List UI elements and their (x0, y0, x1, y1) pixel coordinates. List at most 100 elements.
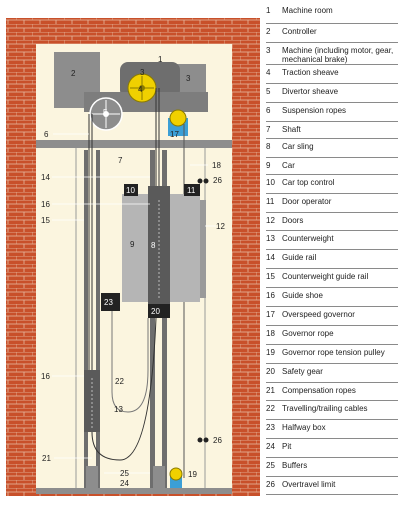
callout-22: 22 (115, 377, 124, 386)
overtravel-limit-top (197, 178, 209, 184)
legend-separator (266, 419, 398, 420)
legend-separator (266, 157, 398, 158)
legend-number: 17 (266, 310, 275, 319)
legend-separator (266, 382, 398, 383)
legend-separator (266, 83, 398, 84)
legend-label: Divertor sheave (282, 87, 339, 96)
legend-item: 24 Pit (266, 442, 398, 451)
callout-11: 11 (187, 186, 196, 195)
callout-26b: 26 (213, 436, 222, 445)
callout-26a: 26 (213, 176, 222, 185)
legend-number: 5 (266, 87, 271, 96)
legend-item: 17 Overspeed governor (266, 310, 398, 319)
legend-number: 18 (266, 329, 275, 338)
legend-label: Car sling (282, 142, 314, 151)
callout-18: 18 (212, 161, 221, 170)
legend-number: 20 (266, 367, 275, 376)
legend-number: 4 (266, 68, 271, 77)
callout-6: 6 (44, 130, 49, 139)
legend-number: 1 (266, 6, 271, 15)
legend-label: Overspeed governor (282, 310, 355, 319)
legend-number: 10 (266, 178, 275, 187)
callout-5: 5 (103, 108, 108, 117)
legend-number: 21 (266, 386, 275, 395)
legend-item: 19 Governor rope tension pulley (266, 348, 398, 357)
safety-gear (148, 304, 170, 318)
legend-number: 2 (266, 27, 271, 36)
callout-3a: 3 (140, 68, 145, 77)
pit-floor (36, 488, 232, 494)
legend-number: 6 (266, 106, 271, 115)
callout-7: 7 (118, 156, 123, 165)
callout-1: 1 (158, 55, 163, 64)
machine-motor (176, 64, 206, 92)
legend-number: 12 (266, 216, 275, 225)
legend-separator (266, 42, 398, 43)
cwt-guide-rail-left (84, 150, 88, 488)
travelling-cable (111, 311, 149, 413)
callout-12: 12 (216, 222, 225, 231)
legend-separator (266, 102, 398, 103)
callout-20: 20 (151, 307, 160, 316)
legend-number: 24 (266, 442, 275, 451)
legend-number: 3 (266, 46, 271, 55)
legend-label: Controller (282, 27, 317, 36)
guide-rail-left (150, 150, 155, 488)
callout-25: 25 (120, 469, 129, 478)
callout-17: 17 (170, 130, 179, 139)
legend-label: Traction sheave (282, 68, 339, 77)
callout-15: 15 (41, 216, 50, 225)
legend-number: 26 (266, 480, 275, 489)
callout-14: 14 (41, 173, 50, 182)
suspension-ropes (88, 88, 160, 370)
buffer-left (86, 466, 98, 488)
callout-2: 2 (71, 69, 76, 78)
legend-number: 19 (266, 348, 275, 357)
legend-separator (266, 344, 398, 345)
callout-9: 9 (130, 240, 135, 249)
legend-separator (266, 306, 398, 307)
legend-separator (266, 212, 398, 213)
legend-number: 16 (266, 291, 275, 300)
legend-label: Safety gear (282, 367, 323, 376)
callout-16b: 16 (41, 372, 50, 381)
legend-item: 1 Machine room (266, 6, 398, 15)
legend-label: Door operator (282, 197, 332, 206)
legend-label: Car (282, 161, 295, 170)
governor-tension-pulley (169, 467, 183, 488)
legend-separator (266, 457, 398, 458)
halfway-box (101, 293, 120, 311)
legend-label: Halfway box (282, 423, 326, 432)
callout-3b: 3 (186, 74, 191, 83)
legend-separator (266, 325, 398, 326)
legend-separator (266, 249, 398, 250)
overtravel-limit-bottom (197, 437, 209, 443)
buffer-right (153, 466, 165, 488)
legend-label: Overtravel limit (282, 480, 336, 489)
legend-label: Pit (282, 442, 292, 451)
legend-label: Governor rope tension pulley (282, 348, 385, 357)
counterweight (84, 370, 100, 432)
legend-number: 23 (266, 423, 275, 432)
legend-label: Machine room (282, 6, 333, 15)
elevator-diagram: 1 2 3 3 4 5 6 7 8 9 10 11 12 13 14 15 16… (6, 18, 260, 496)
legend-label: Buffers (282, 461, 308, 470)
legend-separator (266, 268, 398, 269)
legend-label: Guide rail (282, 253, 317, 262)
legend-number: 25 (266, 461, 275, 470)
legend-separator (266, 476, 398, 477)
legend-separator (266, 138, 398, 139)
legend-label: Shaft (282, 125, 301, 134)
legend-item: 5 Divertor sheave (266, 87, 398, 96)
compensation-ropes (91, 317, 157, 461)
callout-4: 4 (138, 85, 143, 94)
legend-item: 23 Halfway box (266, 423, 398, 432)
